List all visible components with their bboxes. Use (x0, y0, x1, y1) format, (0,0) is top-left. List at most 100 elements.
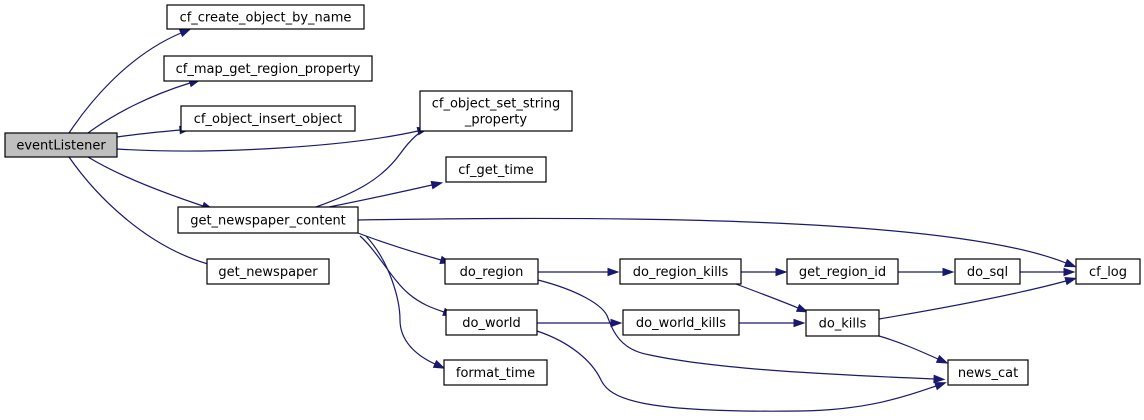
node-box (444, 258, 539, 285)
edge-do-kills-to-news-cat (878, 335, 949, 364)
node-do-kills[interactable]: do_kills (805, 309, 880, 337)
node-news-cat[interactable]: news_cat (947, 359, 1029, 386)
node-cf-object-insert-object[interactable]: cf_object_insert_object (180, 105, 356, 132)
node-label: get_newspaper (218, 265, 318, 280)
node-label: do_world_kills (636, 316, 726, 331)
arrowhead (432, 359, 446, 369)
node-get-newspaper[interactable]: get_newspaper (206, 258, 330, 285)
edge-line (116, 129, 181, 138)
node-eventlistener[interactable]: eventListener (4, 132, 118, 158)
edge-eventlistener-to-cf-object-insert-object (116, 125, 192, 138)
node-label: news_cat (958, 366, 1018, 381)
edge-do-world-to-do-world-kills (537, 318, 623, 328)
node-box (177, 206, 359, 234)
node-label: do_sql (967, 265, 1008, 280)
arrowhead (795, 303, 809, 313)
arrowhead (610, 318, 623, 328)
node-box (947, 359, 1029, 386)
edge-get-newspaper-content-to-format-time (365, 235, 446, 369)
node-label: _property (464, 113, 527, 128)
edge-line (116, 130, 419, 152)
node-cf-get-time[interactable]: cf_get_time (445, 156, 547, 183)
edge-line (359, 235, 445, 313)
node-label: do_region_kills (633, 265, 729, 280)
node-label: do_kills (819, 317, 867, 332)
edge-get-region-id-to-do-sql (898, 267, 955, 277)
node-do-world[interactable]: do_world (445, 309, 538, 336)
node-cf-create-object-by-name[interactable]: cf_create_object_by_name (166, 4, 365, 30)
edge-get-newspaper-content-to-cf-object-set-string-property (315, 121, 445, 208)
node-label: cf_log (1089, 265, 1127, 280)
node-get-newspaper-content[interactable]: get_newspaper_content (177, 206, 359, 234)
edge-line (315, 124, 435, 208)
node-label: do_region (460, 265, 524, 280)
arrowhead (935, 354, 949, 364)
edge-line (328, 184, 433, 208)
arrowhead (607, 267, 620, 277)
node-cf-object-set-string-property[interactable]: cf_object_set_string_property (419, 90, 573, 132)
arrowhead (775, 267, 788, 277)
node-box (786, 258, 899, 285)
node-box (954, 258, 1021, 285)
node-do-region-kills[interactable]: do_region_kills (619, 258, 742, 285)
node-label: cf_create_object_by_name (180, 11, 352, 26)
edge-do-world-to-news-cat (536, 330, 947, 412)
edge-line (87, 82, 191, 134)
edge-line (357, 232, 442, 261)
node-box (419, 90, 573, 132)
node-label: eventListener (16, 139, 106, 154)
edge-get-newspaper-content-to-cf-get-time (328, 180, 444, 208)
edge-line (735, 283, 799, 309)
node-box (206, 258, 330, 285)
node-cf-log[interactable]: cf_log (1075, 258, 1141, 285)
arrowhead (933, 374, 946, 384)
node-label: cf_map_get_region_property (176, 62, 361, 77)
node-box (4, 132, 118, 158)
edge-line (878, 335, 939, 360)
node-box (163, 55, 373, 82)
edge-do-region-to-do-region-kills (538, 267, 620, 277)
node-box (445, 309, 538, 336)
arrowhead (934, 382, 947, 391)
edge-eventlistener-to-cf-create-object-by-name (68, 28, 192, 134)
arrowhead (1064, 276, 1078, 286)
arrowhead (942, 267, 955, 277)
node-label: cf_object_insert_object (194, 112, 342, 127)
edge-line (536, 330, 937, 412)
node-box (619, 258, 742, 285)
arrowhead (1063, 267, 1076, 277)
node-label: do_world (462, 316, 521, 331)
edge-line (878, 280, 1067, 320)
node-box (1075, 258, 1141, 285)
edge-do-kills-to-cf-log (878, 276, 1078, 320)
edge-do-world-kills-to-do-kills (739, 318, 806, 328)
node-get-region-id[interactable]: get_region_id (786, 258, 899, 285)
edge-line (365, 235, 436, 365)
node-do-region[interactable]: do_region (444, 258, 539, 285)
node-box (166, 4, 365, 30)
node-cf-map-get-region-property[interactable]: cf_map_get_region_property (163, 55, 373, 82)
node-label: format_time (456, 366, 535, 381)
edge-do-region-to-news-cat (537, 279, 946, 384)
node-do-world-kills[interactable]: do_world_kills (622, 309, 740, 336)
edge-do-region-kills-to-get-region-id (741, 267, 788, 277)
node-box (805, 309, 880, 337)
nodes-layer: eventListener cf_create_object_by_name cf_… (4, 4, 1141, 386)
edge-line (357, 217, 1067, 264)
node-box (180, 105, 356, 132)
node-do-sql[interactable]: do_sql (954, 258, 1021, 285)
node-box (443, 359, 548, 386)
node-label: get_region_id (799, 265, 886, 280)
edge-get-newspaper-content-to-do-world (359, 235, 455, 316)
node-label: cf_get_time (458, 163, 533, 178)
node-box (622, 309, 740, 336)
edge-get-newspaper-content-to-cf-log (357, 217, 1077, 268)
node-format-time[interactable]: format_time (443, 359, 548, 386)
arrowhead (178, 28, 192, 38)
node-box (445, 156, 547, 183)
edge-line (87, 156, 204, 207)
edge-line (68, 156, 209, 265)
arrowhead (1063, 258, 1077, 268)
arrowhead (430, 180, 444, 190)
